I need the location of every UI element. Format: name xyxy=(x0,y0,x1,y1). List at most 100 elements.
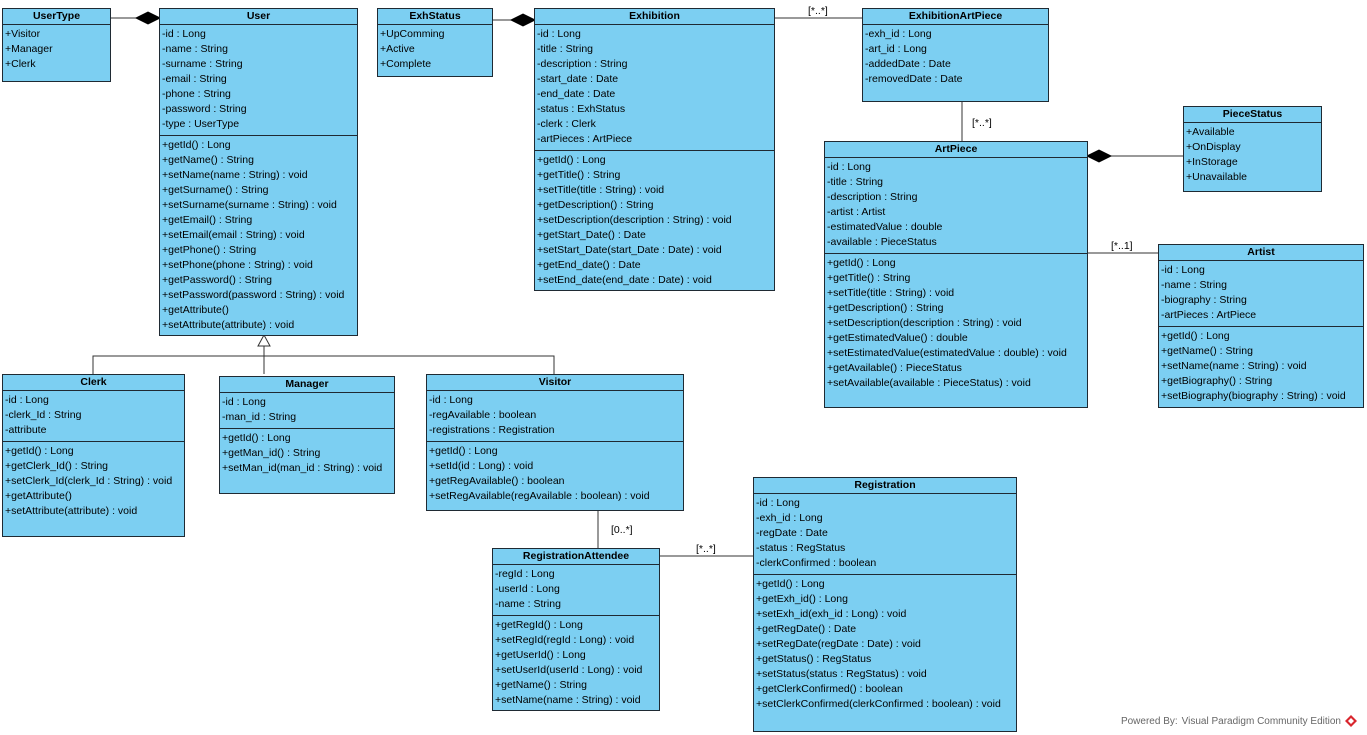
attribute-row: -clerkConfirmed : boolean xyxy=(756,557,877,569)
class-exhstatus[interactable]: ExhStatus+UpComming+Active+Complete xyxy=(377,8,493,77)
operations-compartment: +getId() : Long+getName() : String+setNa… xyxy=(1159,327,1363,407)
attribute-row: -start_date : Date xyxy=(537,73,619,85)
attributes-compartment: +Available+OnDisplay+InStorage+Unavailab… xyxy=(1184,123,1321,188)
operation-row: +setEstimatedValue(estimatedValue : doub… xyxy=(827,347,1067,359)
attribute-row: -title : String xyxy=(827,176,884,188)
attribute-row: -addedDate : Date xyxy=(865,58,951,70)
attribute-row: +Clerk xyxy=(5,58,36,70)
class-artist[interactable]: Artist-id : Long-name : String-biography… xyxy=(1158,244,1364,408)
class-piecestatus[interactable]: PieceStatus+Available+OnDisplay+InStorag… xyxy=(1183,106,1322,192)
operation-row: +setClerk_Id(clerk_Id : String) : void xyxy=(5,475,173,487)
attribute-row: -phone : String xyxy=(162,88,231,100)
attributes-compartment: -id : Long-regAvailable : boolean-regist… xyxy=(427,391,683,442)
attribute-row: -description : String xyxy=(537,58,628,70)
operation-row: +setExh_id(exh_id : Long) : void xyxy=(756,608,907,620)
operations-compartment: +getId() : Long+getName() : String+setNa… xyxy=(160,136,357,336)
operation-row: +getId() : Long xyxy=(537,154,606,166)
attribute-row: -available : PieceStatus xyxy=(827,236,937,248)
class-registrationattendee[interactable]: RegistrationAttendee-regId : Long-userId… xyxy=(492,548,660,711)
operation-row: +setRegId(regId : Long) : void xyxy=(495,634,635,646)
operation-row: +setUserId(userId : Long) : void xyxy=(495,664,643,676)
operation-row: +getStatus() : RegStatus xyxy=(756,653,872,665)
attribute-row: +OnDisplay xyxy=(1186,141,1241,153)
operation-row: +getEstimatedValue() : double xyxy=(827,332,968,344)
attributes-compartment: +Visitor+Manager+Clerk xyxy=(3,25,110,75)
attribute-row: -exh_id : Long xyxy=(865,28,932,40)
attribute-row: -artPieces : ArtPiece xyxy=(537,133,633,145)
operation-row: +getBiography() : String xyxy=(1161,375,1273,387)
attributes-compartment: -id : Long-exh_id : Long-regDate : Date-… xyxy=(754,494,1016,575)
attribute-row: -userId : Long xyxy=(495,583,560,595)
operation-row: +getEmail() : String xyxy=(162,214,253,226)
operation-row: +getName() : String xyxy=(1161,345,1253,357)
multiplicity-label: [*..1] xyxy=(1111,240,1133,252)
attributes-compartment: -regId : Long-userId : Long-name : Strin… xyxy=(493,565,659,616)
operation-row: +setId(id : Long) : void xyxy=(429,460,534,472)
operation-row: +getRegId() : Long xyxy=(495,619,583,631)
attributes-compartment: -id : Long-title : String-description : … xyxy=(825,158,1087,254)
class-name: User xyxy=(160,9,357,25)
operation-row: +getRegAvailable() : boolean xyxy=(429,475,565,487)
attribute-row: -artist : Artist xyxy=(827,206,886,218)
attribute-row: -status : ExhStatus xyxy=(537,103,626,115)
attributes-compartment: -id : Long-name : String-biography : Str… xyxy=(1159,261,1363,327)
footer-credit: Powered By: Visual Paradigm Community Ed… xyxy=(1121,715,1357,727)
multiplicity-label: [*..*] xyxy=(972,117,992,129)
class-exhibition[interactable]: Exhibition-id : Long-title : String-desc… xyxy=(534,8,775,291)
class-visitor[interactable]: Visitor-id : Long-regAvailable : boolean… xyxy=(426,374,684,511)
operation-row: +getAttribute() xyxy=(5,490,72,502)
operation-row: +getEnd_date() : Date xyxy=(537,259,641,271)
operation-row: +setAvailable(available : PieceStatus) :… xyxy=(827,377,1031,389)
operation-row: +getSurname() : String xyxy=(162,184,269,196)
generalization-tree xyxy=(92,355,555,374)
attribute-row: -name : String xyxy=(495,598,561,610)
attribute-row: -art_id : Long xyxy=(865,43,927,55)
attribute-row: +Unavailable xyxy=(1186,171,1248,183)
operation-row: +getClerk_Id() : String xyxy=(5,460,109,472)
attribute-row: +Active xyxy=(380,43,415,55)
attribute-row: +UpComming xyxy=(380,28,445,40)
operation-row: +setMan_id(man_id : String) : void xyxy=(222,462,383,474)
class-usertype[interactable]: UserType+Visitor+Manager+Clerk xyxy=(2,8,111,82)
attribute-row: -clerk : Clerk xyxy=(537,118,596,130)
class-name: Manager xyxy=(220,377,394,393)
composition-diamond xyxy=(134,11,162,25)
operation-row: +setDescription(description : String) : … xyxy=(537,214,732,226)
operations-compartment: +getId() : Long+getExh_id() : Long+setEx… xyxy=(754,575,1016,715)
attribute-row: -end_date : Date xyxy=(537,88,616,100)
operation-row: +setClerkConfirmed(clerkConfirmed : bool… xyxy=(756,698,1001,710)
operation-row: +getId() : Long xyxy=(756,578,825,590)
attribute-row: -exh_id : Long xyxy=(756,512,823,524)
attribute-row: -estimatedValue : double xyxy=(827,221,943,233)
class-name: UserType xyxy=(3,9,110,25)
class-name: Registration xyxy=(754,478,1016,494)
operation-row: +setAttribute(attribute) : void xyxy=(5,505,138,517)
attribute-row: -title : String xyxy=(537,43,594,55)
class-manager[interactable]: Manager-id : Long-man_id : String+getId(… xyxy=(219,376,395,494)
composition-diamond xyxy=(1085,149,1113,163)
operations-compartment: +getId() : Long+getTitle() : String+setT… xyxy=(535,151,774,291)
attribute-row: +Manager xyxy=(5,43,53,55)
multiplicity-label: [*..*] xyxy=(808,5,828,17)
operation-row: +getTitle() : String xyxy=(827,272,911,284)
operation-row: +getMan_id() : String xyxy=(222,447,321,459)
attributes-compartment: +UpComming+Active+Complete xyxy=(378,25,492,75)
class-registration[interactable]: Registration-id : Long-exh_id : Long-reg… xyxy=(753,477,1017,732)
class-user[interactable]: User-id : Long-name : String-surname : S… xyxy=(159,8,358,336)
attributes-compartment: -id : Long-man_id : String xyxy=(220,393,394,429)
operations-compartment: +getId() : Long+getTitle() : String+setT… xyxy=(825,254,1087,394)
operations-compartment: +getId() : Long +getClerk_Id() : String +s… xyxy=(3,442,184,522)
operation-row: +getId() : Long xyxy=(5,445,74,457)
attribute-row: -description : String xyxy=(827,191,918,203)
attribute-row: -man_id : String xyxy=(222,411,297,423)
attribute-row: -id : Long xyxy=(162,28,206,40)
operation-row: +setRegDate(regDate : Date) : void xyxy=(756,638,921,650)
class-clerk[interactable]: Clerk-id : Long-clerk_Id : String-attrib… xyxy=(2,374,185,537)
operation-row: +setSurname(surname : String) : void xyxy=(162,199,337,211)
attribute-row: -biography : String xyxy=(1161,294,1247,306)
multiplicity-label: [*..*] xyxy=(696,543,716,555)
class-exhibitionartpiece[interactable]: ExhibitionArtPiece-exh_id : Long-art_id … xyxy=(862,8,1049,102)
class-artpiece[interactable]: ArtPiece-id : Long-title : String-descri… xyxy=(824,141,1088,408)
operation-row: +getTitle() : String xyxy=(537,169,621,181)
operation-row: +getStart_Date() : Date xyxy=(537,229,646,241)
